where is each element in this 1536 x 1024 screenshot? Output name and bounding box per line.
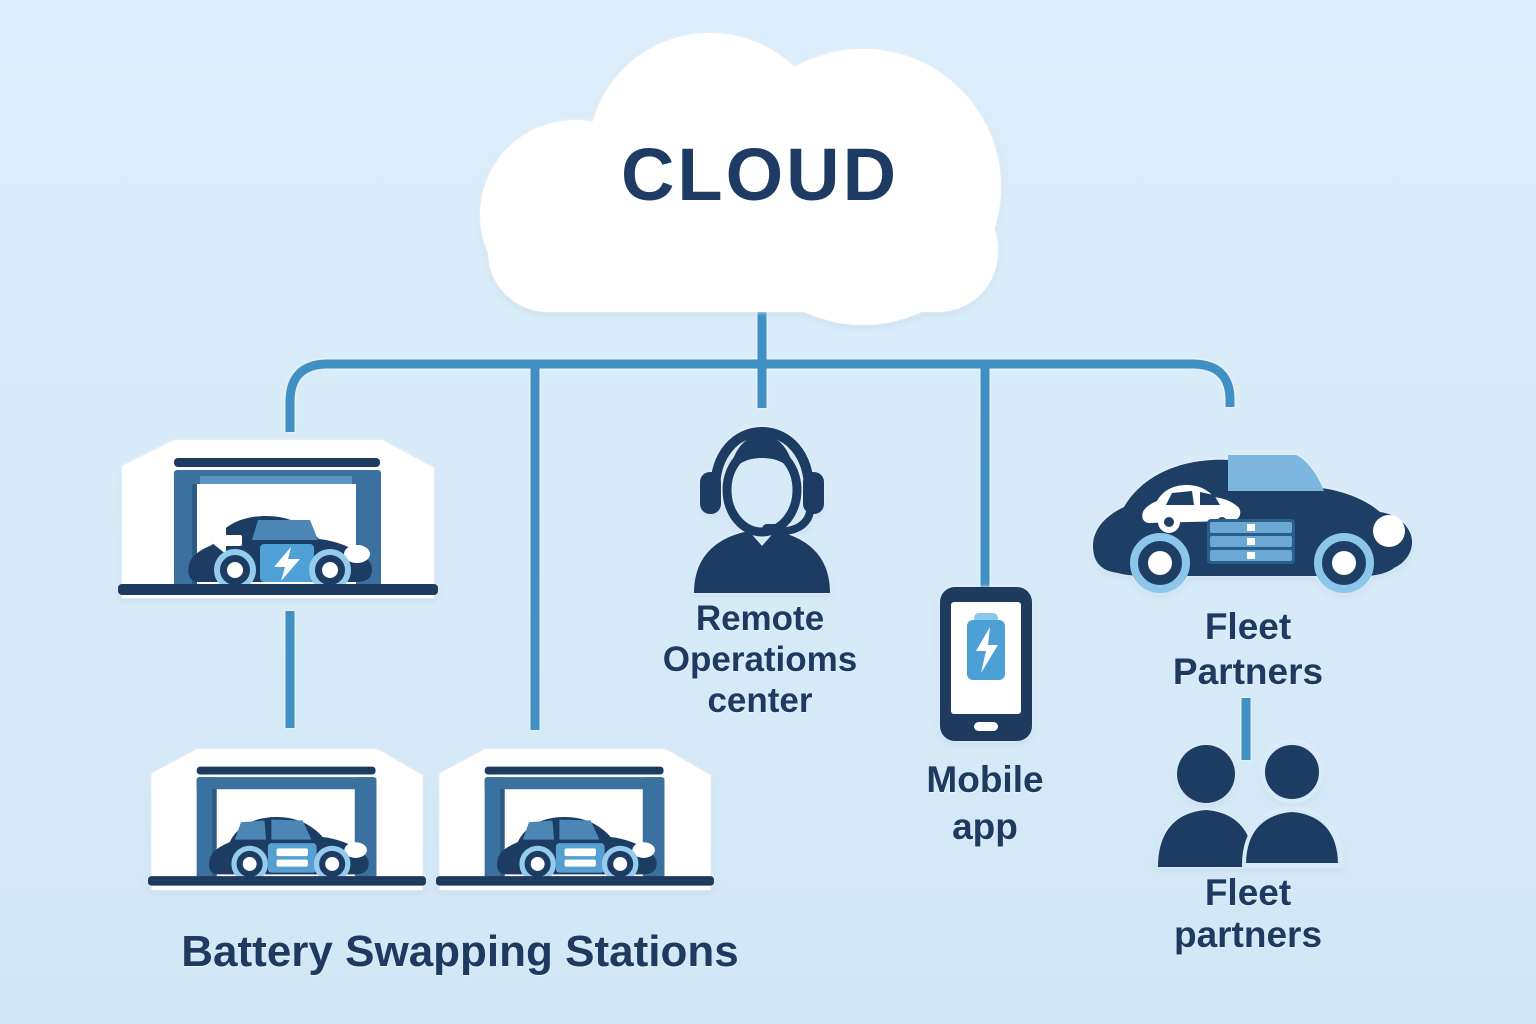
fleet-partners-car-line1: Fleet: [1204, 606, 1292, 647]
fleet-partners-car-line2: Partners: [1172, 651, 1324, 692]
mobile-app-icon: [938, 585, 1034, 743]
fleet-partners-car-label: Fleet Partners: [1148, 604, 1348, 694]
remote-ops-line2: Operatioms: [662, 640, 858, 679]
cloud-label: CLOUD: [620, 133, 900, 216]
battery-station-1-icon: [118, 436, 438, 612]
headset-agent-icon: [682, 410, 842, 595]
fleet-partners-people-label: Fleet partners: [1140, 872, 1356, 956]
fleet-car-icon: [1088, 433, 1418, 598]
fleet-partners-people-line1: Fleet: [1204, 872, 1292, 913]
remote-ops-line1: Remote: [695, 599, 825, 638]
cloud-icon: [480, 33, 1001, 325]
mobile-app-line2: app: [952, 806, 1018, 847]
cloud-node: [470, 15, 1015, 325]
remote-ops-label: Remote Operatioms center: [628, 598, 892, 721]
fleet-partners-people-line2: partners: [1173, 914, 1323, 955]
battery-station-3-icon: [436, 734, 714, 914]
mobile-app-line1: Mobile: [926, 759, 1044, 800]
fleet-partners-people-icon: [1150, 741, 1350, 868]
battery-stations-label: Battery Swapping Stations: [181, 927, 739, 976]
mobile-app-label: Mobile app: [895, 756, 1075, 850]
remote-ops-line3: center: [707, 681, 813, 720]
battery-station-2-icon: [148, 734, 426, 914]
